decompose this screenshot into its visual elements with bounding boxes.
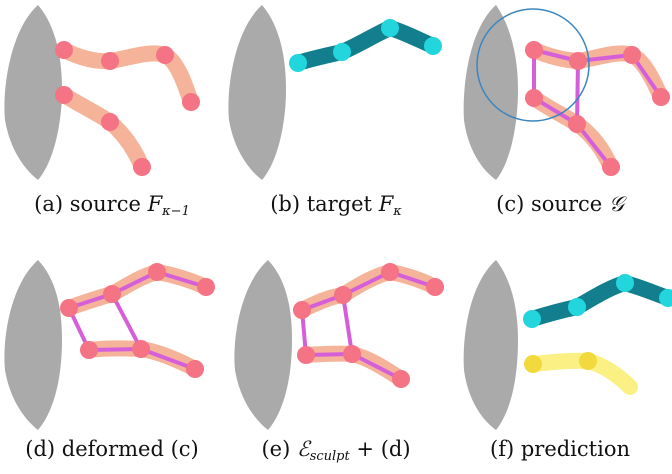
source-fiber-lower xyxy=(526,90,619,175)
source-node xyxy=(297,346,315,364)
source-node xyxy=(148,263,166,281)
source-node xyxy=(101,113,119,131)
source-node xyxy=(55,41,73,59)
surface-shape xyxy=(463,5,518,180)
source-fiber-lower xyxy=(56,87,150,175)
target-node xyxy=(523,310,541,328)
surface-shape xyxy=(463,260,518,430)
source-node xyxy=(652,88,670,106)
target-node xyxy=(424,37,442,55)
caption-c: (c) source 𝒢 xyxy=(448,190,672,218)
source-node xyxy=(392,370,410,388)
prediction-node xyxy=(579,352,597,370)
graph-edge xyxy=(575,122,613,169)
graph-edges xyxy=(532,48,663,169)
caption-a-symbol: F xyxy=(147,192,163,216)
target-node xyxy=(616,274,634,292)
source-nodes xyxy=(55,41,200,176)
caption-f-text: (f) prediction xyxy=(490,437,630,461)
target-nodes xyxy=(289,19,442,72)
source-node xyxy=(60,299,78,317)
source-node xyxy=(80,341,98,359)
caption-b-text: (b) target xyxy=(270,192,372,216)
source-node xyxy=(426,278,444,296)
source-nodes xyxy=(293,263,444,388)
caption-e-subscript: sculpt xyxy=(309,449,350,464)
caption-e: (e) ℰsculpt + (d) xyxy=(224,435,448,464)
target-node xyxy=(568,298,586,316)
caption-d-text: (d) deformed (c) xyxy=(25,437,199,461)
graph-edge xyxy=(341,293,354,356)
caption-b-symbol: F xyxy=(378,192,394,216)
surface-shape xyxy=(4,5,62,180)
source-node xyxy=(343,345,361,363)
prediction-node xyxy=(524,355,542,373)
caption-e-symbol: ℰ xyxy=(296,437,310,461)
caption-e-suffix: + (d) xyxy=(356,437,411,461)
source-node xyxy=(186,360,204,378)
source-node xyxy=(132,340,150,358)
graph-edge xyxy=(575,59,580,126)
graph-edge xyxy=(350,352,403,381)
source-node xyxy=(569,52,587,70)
caption-a-subscript: κ−1 xyxy=(162,204,190,219)
source-node xyxy=(182,93,200,111)
source-node xyxy=(602,158,620,176)
source-fiber-upper xyxy=(56,42,199,110)
caption-c-text: (c) source xyxy=(496,192,603,216)
caption-a: (a) source Fκ−1 xyxy=(0,190,224,219)
neighborhood-circle xyxy=(476,8,590,122)
source-node xyxy=(381,263,399,281)
source-node xyxy=(197,278,215,296)
source-node xyxy=(525,89,543,107)
surface-shape xyxy=(4,260,62,430)
surface-shape xyxy=(228,5,286,180)
predicted-target-fiber xyxy=(524,275,672,327)
graph-edge xyxy=(139,347,197,371)
source-node xyxy=(156,46,174,64)
source-node xyxy=(568,115,586,133)
source-node xyxy=(334,286,352,304)
source-node xyxy=(103,285,121,303)
panel-e xyxy=(234,260,444,430)
target-node xyxy=(333,43,351,61)
caption-a-text: (a) source xyxy=(34,192,141,216)
prediction-nodes xyxy=(524,352,597,373)
target-nodes xyxy=(523,274,672,328)
source-node xyxy=(623,46,641,64)
source-node xyxy=(101,52,119,70)
caption-b-subscript: κ xyxy=(393,204,402,219)
caption-d: (d) deformed (c) xyxy=(0,435,224,463)
source-node xyxy=(293,301,311,319)
graph-edge xyxy=(110,292,143,351)
graph-edge xyxy=(576,53,634,63)
panel-d xyxy=(4,260,215,430)
caption-b: (b) target Fκ xyxy=(224,190,448,219)
target-fiber xyxy=(290,20,441,71)
panel-c xyxy=(463,5,670,180)
panel-a xyxy=(4,5,200,180)
source-node xyxy=(133,158,151,176)
caption-e-text: (e) xyxy=(261,437,291,461)
target-node xyxy=(381,19,399,37)
caption-c-symbol: 𝒢 xyxy=(608,192,624,216)
target-node xyxy=(659,289,672,307)
panel-f xyxy=(463,260,672,430)
source-nodes xyxy=(525,41,670,176)
source-node xyxy=(55,86,73,104)
caption-f: (f) prediction xyxy=(448,435,672,463)
panel-b xyxy=(228,5,442,180)
source-node xyxy=(525,41,543,59)
surface-shape xyxy=(234,260,292,430)
target-node xyxy=(289,54,307,72)
source-nodes xyxy=(60,263,215,378)
